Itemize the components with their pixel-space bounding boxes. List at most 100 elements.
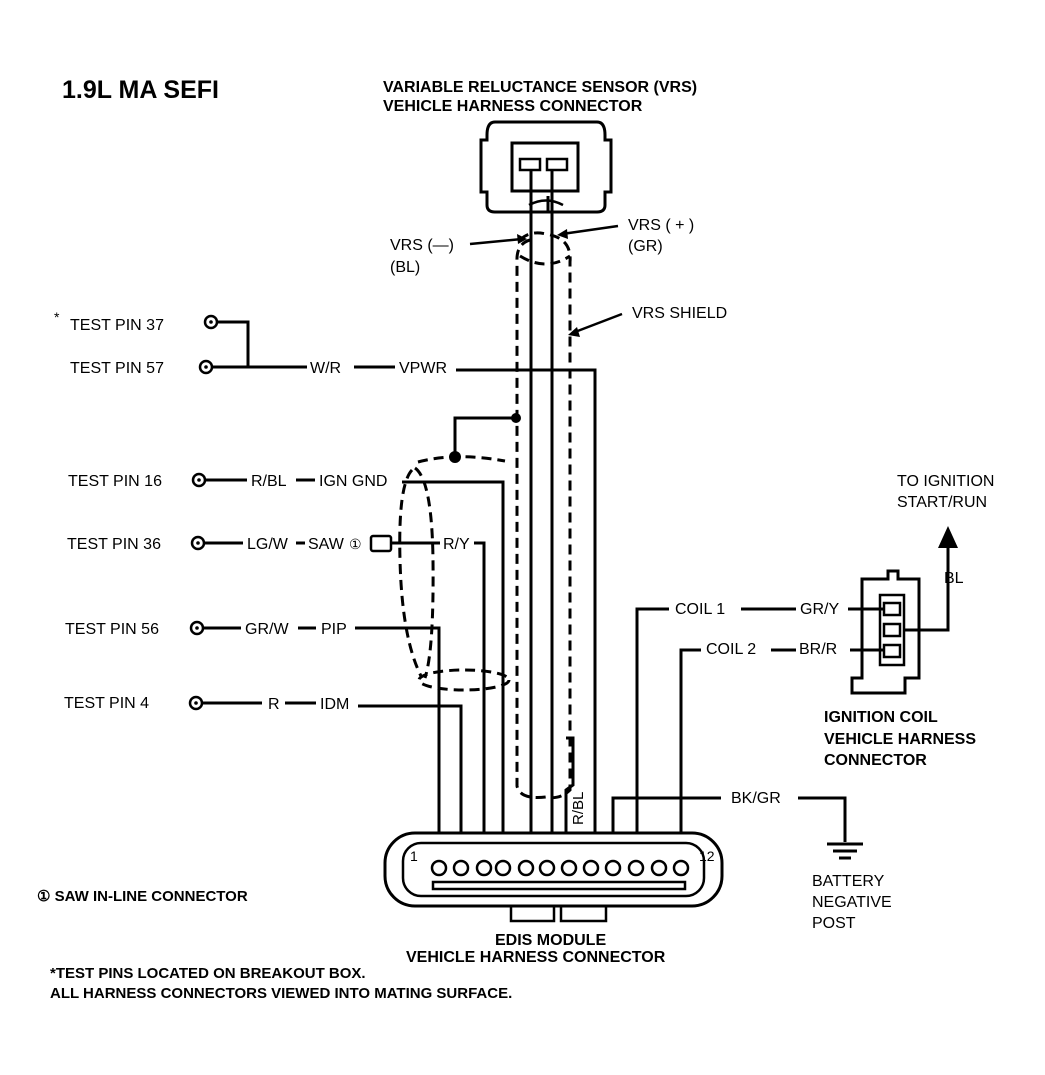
shield-splice-dot (511, 413, 521, 423)
ignition-feed-line2: START/RUN (897, 494, 987, 511)
ignition-coil-pin-1 (882, 601, 902, 617)
vrs-shield-arrow-head (568, 327, 580, 337)
vrs-pos-arrow-head (557, 229, 568, 239)
vrs-shield-arrow (574, 312, 623, 334)
test-pin-57-wire-color: W/R (310, 360, 341, 377)
test-pin-36-signal: SAW (308, 536, 345, 553)
coil2-wire-color: BR/R (799, 641, 837, 658)
page-title: 1.9L MA SEFI (62, 76, 219, 104)
edis-pins (430, 859, 690, 877)
vrs-connector-body (479, 120, 613, 214)
vrs-connector-title-line2: VEHICLE HARNESS CONNECTOR (383, 98, 643, 115)
test-pin-56-label: TEST PIN 56 (65, 621, 159, 638)
ground-wire-pin (611, 796, 721, 833)
edis-connector-inner (401, 841, 706, 898)
vrs-neg-color: (BL) (390, 259, 420, 276)
coil1-label: COIL 1 (675, 601, 725, 618)
pip-shield-dashed (398, 468, 424, 679)
shield-drain-wire (453, 416, 516, 457)
saw-wire-b (474, 541, 486, 833)
ground-line2: NEGATIVE (812, 894, 892, 911)
ground-line3: POST (812, 915, 856, 932)
edis-connector-line2: VEHICLE HARNESS CONNECTOR (406, 949, 666, 966)
edis-connector: 1 12 (383, 831, 724, 923)
vrs-connector-window (510, 141, 580, 193)
edis-pin-10 (627, 859, 645, 877)
coil2-label: COIL 2 (706, 641, 756, 658)
ground-line1: BATTERY (812, 873, 885, 890)
ignition-coil-connector-line3: CONNECTOR (824, 752, 927, 769)
vrs-neg-label: VRS (—) (390, 237, 454, 254)
vrs-neg-arrow (469, 237, 523, 246)
note-test-pins: *TEST PINS LOCATED ON BREAKOUT BOX. (50, 965, 366, 982)
edis-pin-3 (475, 859, 493, 877)
test-pin-57-signal: VPWR (399, 360, 447, 377)
edis-connector-latch-right (559, 904, 608, 923)
ignition-coil-connector-line2: VEHICLE HARNESS (824, 731, 976, 748)
coil1-wire-pin (635, 607, 669, 833)
test-pin-37-wire (217, 320, 250, 367)
vrs-connector-title-line1: VARIABLE RELUCTANCE SENSOR (VRS) (383, 79, 697, 96)
test-pin-4-terminal-dot (194, 701, 198, 705)
ignition-coil-pin-2 (882, 643, 902, 659)
test-pin-56-wire-color: GR/W (245, 621, 289, 638)
test-pin-56-signal: PIP (321, 621, 347, 638)
edis-pin-1 (430, 859, 448, 877)
shield-lead-wire (564, 736, 575, 833)
test-pin-16-wire-color: R/BL (251, 473, 287, 490)
test-pin-56-terminal-dot (195, 626, 199, 630)
vrs-connector: VARIABLE RELUCTANCE SENSOR (VRS) VEHICLE… (383, 79, 697, 214)
test-pin-4-label: TEST PIN 4 (64, 695, 149, 712)
edis-pin-6 (538, 859, 556, 877)
vpwr-wire (456, 368, 597, 833)
vrs-shield-top-arc (519, 254, 571, 266)
edis-pin-2 (452, 859, 470, 877)
test-pin-37-terminal-dot (209, 320, 213, 324)
edis-pin-first-label: 1 (410, 848, 418, 864)
pip-shield-inner (413, 466, 435, 679)
vrs-connector-notch (528, 199, 564, 207)
test-pin-36-wire-color: LG/W (247, 536, 289, 553)
shield-lead-label: R/BL (570, 792, 587, 825)
vrs-neg-arrow-head (517, 234, 527, 244)
test-pin-36-label: TEST PIN 36 (67, 536, 161, 553)
coil2-wire-pin (679, 648, 701, 833)
edis-connector-line1: EDIS MODULE (495, 932, 606, 949)
test-pin-36-terminal-dot (196, 541, 200, 545)
edis-pin-last-label: 12 (699, 848, 715, 864)
edis-pin-8 (582, 859, 600, 877)
ground-wire-end (798, 796, 847, 842)
test-pin-16-terminal-dot (197, 478, 201, 482)
ignition-coil-connector (850, 569, 921, 695)
pip-shield-top (417, 455, 506, 464)
pip-shield-bottom (417, 668, 511, 692)
edis-connector-rib (431, 880, 687, 891)
ignition-feed-line1: TO IGNITION (897, 473, 994, 490)
edis-pin-4 (494, 859, 512, 877)
note-saw-inline: ① SAW IN-LINE CONNECTOR (37, 888, 248, 905)
pip-wire (355, 626, 441, 833)
edis-connector-latch-left (509, 904, 556, 923)
test-pin-57-label: TEST PIN 57 (70, 360, 164, 377)
test-pin-16-label: TEST PIN 16 (68, 473, 162, 490)
coil1-wire-color: GR/Y (800, 601, 839, 618)
saw-inline-marker: ① (349, 536, 362, 552)
ignition-feed-arrow-icon (938, 526, 958, 548)
saw-wire2-color: R/Y (443, 536, 470, 553)
test-pin-4-signal: IDM (320, 696, 349, 713)
vrs-shield-dashed (515, 231, 572, 800)
test-pin-4-wire-color: R (268, 696, 280, 713)
ground-wire-color: BK/GR (731, 790, 781, 807)
idm-wire (358, 704, 463, 833)
ignition-feed-wire-color: BL (944, 570, 964, 587)
ignition-feed-wire (904, 545, 950, 632)
edis-pin-7 (560, 859, 578, 877)
edis-pin-11 (650, 859, 668, 877)
ground-symbol-icon (827, 842, 863, 860)
vrs-pin-pos (545, 157, 569, 172)
ignition-coil-connector-line1: IGNITION COIL (824, 709, 938, 726)
vrs-pos-color: (GR) (628, 238, 663, 255)
vrs-pos-label: VRS ( + ) (628, 217, 694, 234)
ign-gnd-wire (402, 480, 505, 833)
